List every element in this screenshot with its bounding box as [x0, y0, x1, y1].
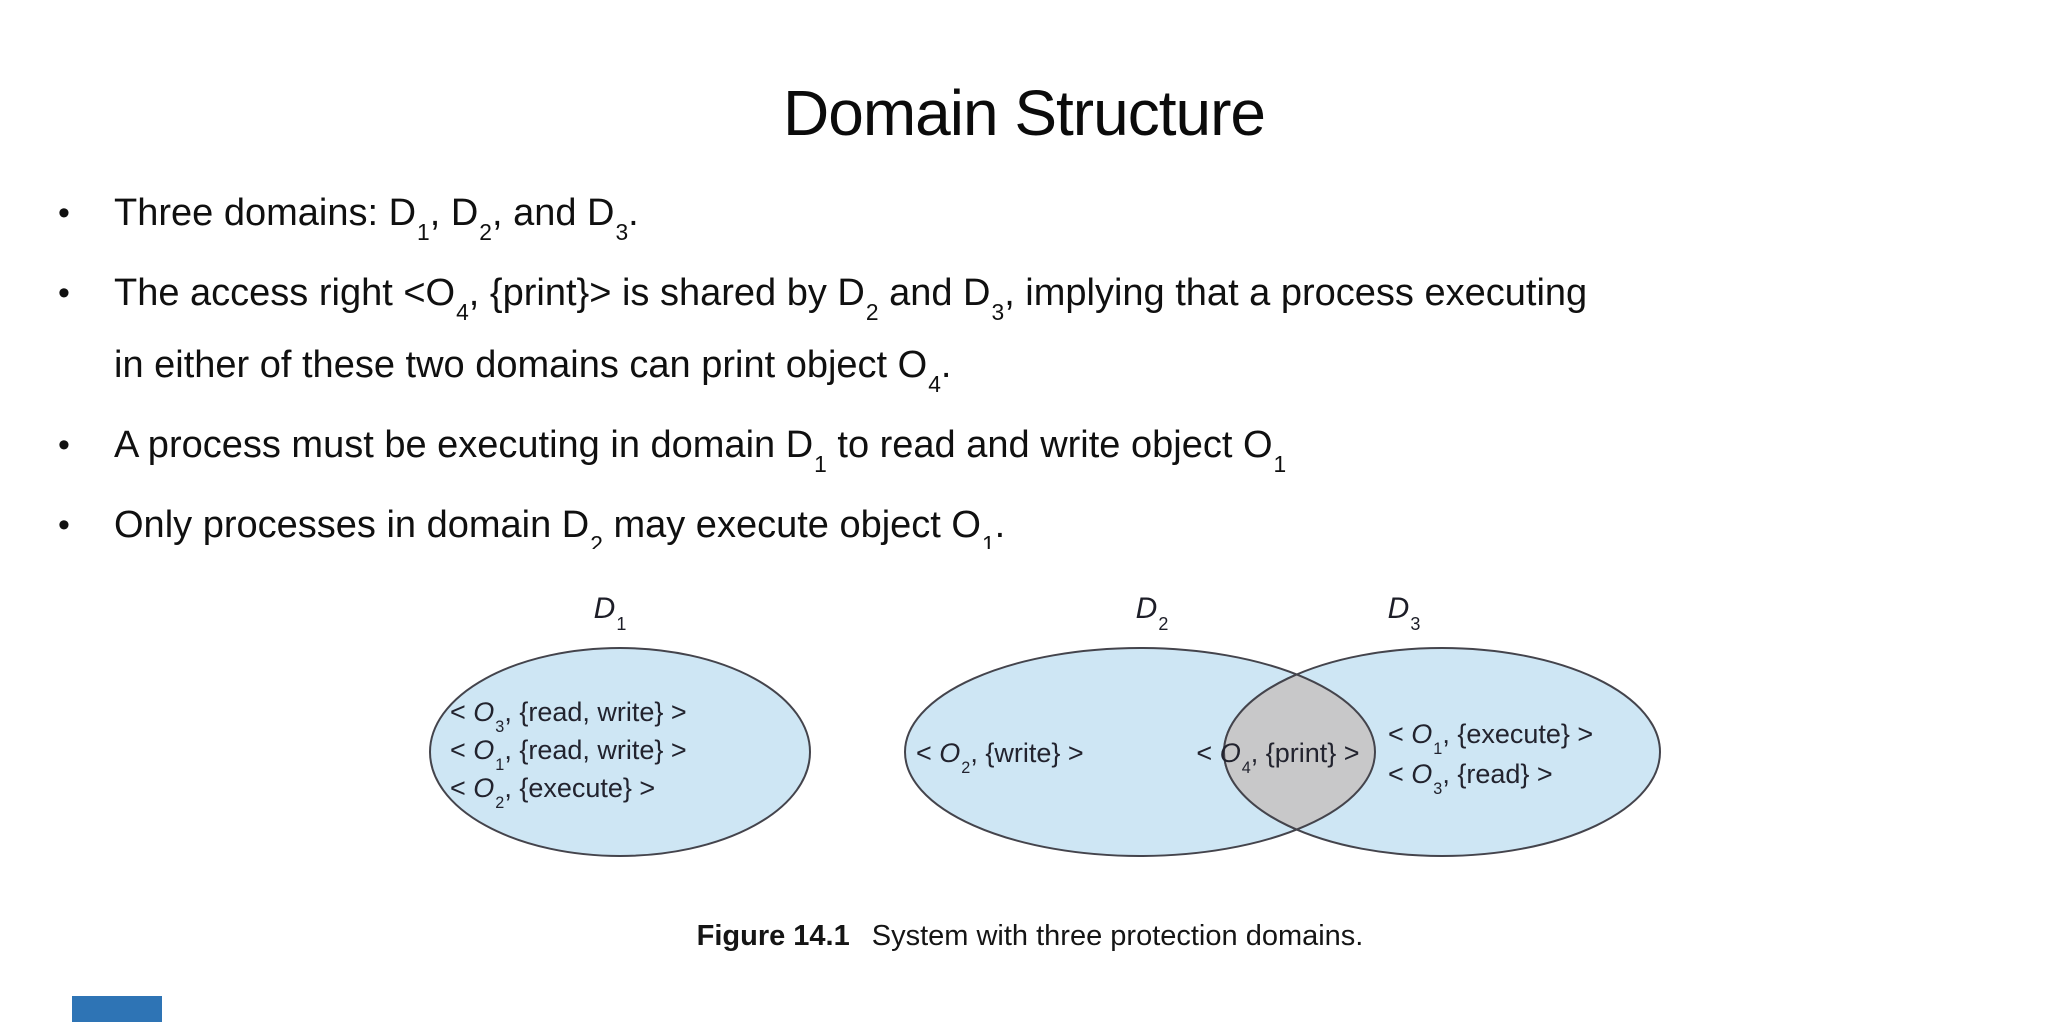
label-domain-d1: D1 — [593, 592, 627, 635]
label-domain-d3: D3 — [1387, 592, 1421, 635]
bullet-item-access-right-line1: The access right <O4, {print}> is shared… — [114, 272, 1588, 326]
figure-caption-text: System with three protection domains. — [871, 920, 1364, 952]
d1-ellipse — [429, 647, 811, 857]
bullet-marker: • — [58, 506, 70, 544]
domains-diagram — [429, 647, 1661, 857]
label-domain-d2: D2 — [1135, 592, 1169, 635]
figure-protection-domains: D1 D2 D3 < O3, {read, write} > < O1, {re… — [410, 585, 1690, 1024]
shared-access-right: < O4, {print} > — [1196, 738, 1360, 778]
access-right-entry: < O3, {read, write} > — [450, 697, 687, 737]
d2-access-right: < O2, {write} > — [916, 738, 1084, 778]
bullet-item-execute-text: Only processes in domain D2 may execute … — [114, 504, 1006, 549]
access-right-entry: < O2, {execute} > — [450, 773, 656, 813]
d2-outline-in-overlap — [1224, 648, 1376, 856]
d3-access-rights: < O1, {execute} > < O3, {read} > — [1388, 714, 1594, 799]
figure-caption: Figure 14.1 System with three protection … — [697, 917, 1364, 955]
figure-caption-label: Figure 14.1 — [696, 920, 850, 952]
bullet-marker: • — [58, 426, 70, 464]
access-right-entry: < O1, {execute} > — [1388, 719, 1594, 759]
bullet-marker: • — [58, 194, 70, 232]
bullet-item-execute-clipped: • Only processes in domain D2 may execut… — [0, 502, 2048, 549]
slide-accent-bar — [72, 996, 162, 1022]
bullet-item-three-domains: Three domains: D1, D2, and D3. — [114, 192, 639, 246]
d1-access-rights: < O3, {read, write} > < O1, {read, write… — [450, 693, 687, 813]
d2-d3-overlap-region — [1223, 648, 1375, 856]
bullet-item-read-write-d1: A process must be executing in domain D1… — [114, 424, 1287, 478]
page-title: Domain Structure — [783, 77, 1266, 149]
bullet-marker: • — [58, 274, 70, 312]
access-right-entry: < O1, {read, write} > — [450, 735, 687, 775]
access-right-entry: < O3, {read} > — [1388, 759, 1553, 799]
bullet-item-access-right-line2: in either of these two domains can print… — [114, 344, 952, 398]
